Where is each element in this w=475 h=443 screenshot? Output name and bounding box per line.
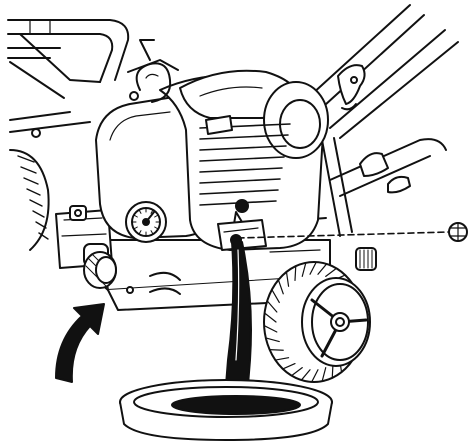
adjust-knob: [83, 251, 117, 289]
left-wheel: [9, 149, 50, 251]
engine-block-icon: [95, 39, 329, 251]
left-bracket: [55, 205, 117, 289]
tilt-arrow-icon: [55, 303, 105, 383]
handle-frame: [7, 19, 130, 138]
drain-pan-icon: [119, 379, 333, 441]
tread-wheel-icon: [263, 247, 377, 383]
right-handle-bar: [299, 4, 459, 237]
oil-gauge-icon: [125, 201, 167, 243]
